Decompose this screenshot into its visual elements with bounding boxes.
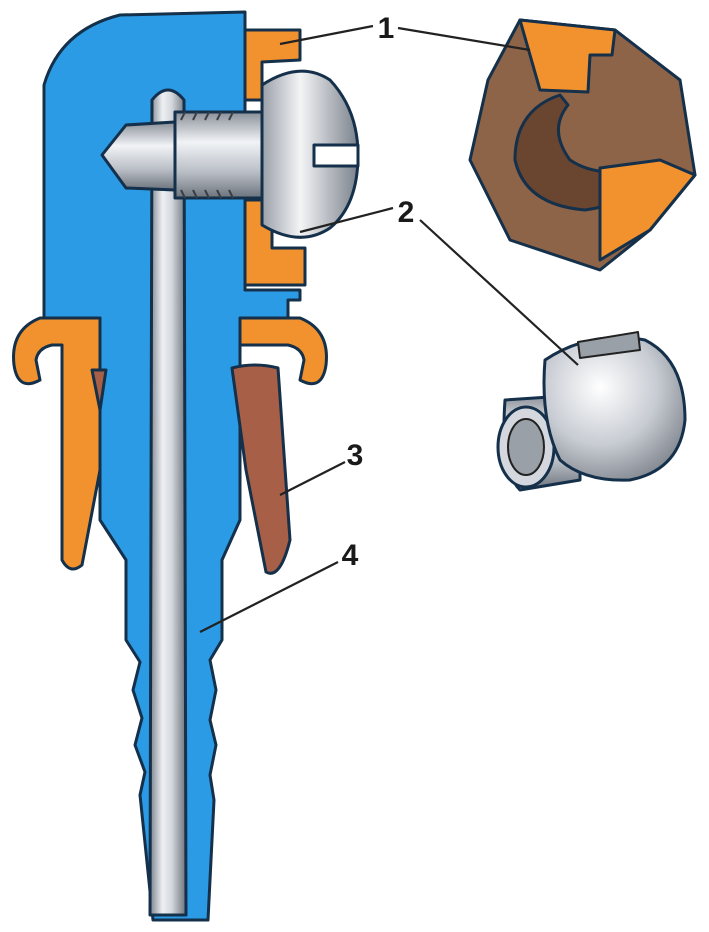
leader-2-left [299,206,394,234]
callout-4: 4 [342,539,359,572]
screw-thread-end-inner [507,418,545,476]
nut-icon [468,18,697,272]
screw-threaded-shank [173,110,264,200]
nut-top-face [518,18,617,94]
leader-2-right [419,219,579,366]
leader-1-left [279,24,374,46]
screw-icon [100,69,360,239]
nut-side-face [598,158,697,262]
screw-head-slot [577,331,641,359]
right-latch-spring [238,316,328,386]
callout-1: 1 [378,12,395,45]
callouts: 1 2 3 4 [199,12,579,633]
screw-head-exploded [542,336,687,482]
leader-1-right [397,26,531,52]
screw-slot [312,143,360,168]
screw-threads [180,111,234,199]
pin-terminal-icon [148,88,188,917]
orange-insert [243,28,302,102]
leader-3 [279,461,346,496]
screw-exploded-icon [496,331,687,492]
leader-4 [199,561,339,633]
right-retaining-clip [230,363,292,575]
callout-3: 3 [347,439,364,472]
left-retaining-clip [90,368,108,412]
left-latch-spring [12,316,102,571]
callout-2: 2 [398,196,415,229]
